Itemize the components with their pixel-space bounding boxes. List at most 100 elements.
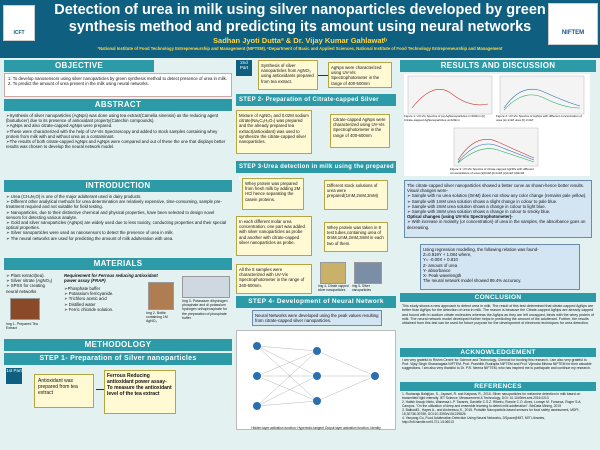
nn-hidden-node (313, 347, 321, 355)
summary-line: The citrate-capped silver nanoparticles … (407, 183, 584, 194)
part2-tag: 2nd Part (236, 60, 252, 76)
step3-box2: Different stock solutions of urea were p… (324, 180, 388, 210)
figure1-plot (407, 75, 493, 115)
acknowledgement-body: I am very grateful to Rishm Centre for S… (402, 358, 592, 371)
img4-caption: Img 4- Citrate capped silver nanoparticl… (318, 284, 349, 292)
abstract-item: ➢These were characterized with the help … (6, 128, 218, 139)
step2-header: STEP 2- Preparation of Citrate-capped Si… (236, 94, 396, 115)
step3-box1: Whey protein was prepared from fresh mil… (242, 178, 304, 210)
introduction-body: ➢ Urea (CH₄N₂O) is one of the major adul… (6, 194, 230, 254)
results-header: RESULTS AND DISCUSSION (400, 60, 596, 72)
nn-input-node (253, 372, 261, 380)
arrow-line (318, 75, 328, 76)
material-item: ➢ SPSS for creating neural networks (6, 283, 45, 294)
step3-box4: Whey protein was taken in 8 test tubes,c… (324, 222, 388, 252)
abstract-header: ABSTRACT (4, 99, 232, 111)
materials-left-list: ➢ Plant extract(tea). ➢ Silver nitrate (… (6, 273, 58, 294)
poster-header (0, 0, 600, 58)
nn-input-node (253, 342, 261, 350)
abstract-body: ➢Synthesis of silver nanoparticles (AgNp… (6, 113, 230, 177)
results-spectra-svg (407, 75, 585, 167)
arrow-line (96, 389, 104, 390)
objective-item: 1. To develop nanosensors using silver n… (8, 76, 227, 81)
neural-network-diagram: Hidden layer activation function: Hyperb… (236, 330, 396, 430)
regression-line: Using regression modelling, the followin… (423, 247, 539, 252)
material-item: ➢ Plant extract(tea). (6, 273, 45, 278)
nn-hidden-node (313, 372, 321, 380)
materials-header: MATERIALS (4, 258, 232, 270)
results-summary: The citrate-capped silver nanoparticles … (404, 180, 592, 238)
results-figures (404, 74, 590, 176)
img1-caption: Img 1- Prepared Tea Extract (6, 322, 38, 331)
nn-legend: Hidden layer activation function: Hyperb… (251, 426, 381, 430)
niftem-logo-text: NIFTEM (561, 30, 585, 36)
part1-tag: 1st Part (6, 368, 22, 384)
img2-caption: Img 2- Bottle containing 1M AgNO₃ (146, 311, 168, 324)
step4-header: STEP 4- Development of Neural Network (236, 296, 396, 308)
acknowledgement-header: ACKNOWLEDGEMENT (400, 348, 596, 357)
intro-item: ➢ Urea (CH₄N₂O) is one of the major adul… (6, 194, 142, 199)
figure2-plot (499, 75, 585, 115)
icft-logo: ICFT (3, 5, 35, 41)
tea-extract-image (10, 298, 40, 320)
step1-header: STEP 1- Preparation of Silver nanopartic… (4, 353, 232, 365)
objective-header: OBJECTIVE (4, 60, 154, 72)
nn-output-node (371, 372, 379, 380)
objective-item: 2. To predict the amount of urea present… (8, 81, 149, 87)
references-header: REFERENCES (400, 382, 596, 391)
agno3-bottle-image (148, 282, 174, 310)
regression-line: Z=0.919Y + 1.084 where, (423, 252, 472, 258)
material-item: ➢ Silver nitrate (AgNO₃) (6, 278, 53, 284)
reference-item: 4. Yanyang Gu, Food Adulteration Detecti… (402, 416, 545, 424)
summary-line: ➢ Sample with 2mM urea solution shows a … (407, 203, 546, 209)
tea-extract-box: Antioxidant was prepared from tea extrac… (34, 374, 94, 408)
frap-item: ➢Phosphate buffer (64, 286, 101, 291)
step2-box1: Mixture of AgNO₃ and 0.02M sodium citrat… (236, 110, 312, 154)
intro-item: ➢ The neural networks are used for predi… (6, 235, 174, 241)
phosphate-image (182, 276, 230, 298)
frap-item: ➢ Potassium ferricyanide. (64, 291, 114, 297)
references-body: 1. Rudraraju Balaji(an, S., Jayavel, R. … (402, 392, 594, 448)
introduction-header: INTRODUCTION (4, 180, 232, 192)
figure3-plot (453, 127, 539, 167)
intro-item: ➢ Nanoparticles, due to their distinctiv… (6, 209, 215, 220)
summary-line: Optical changes (using UV-Vis Spectropho… (407, 214, 513, 220)
poster-authors: Sadhan Jyoti Duttaª & Dr. Vijay Kumar Ga… (213, 36, 387, 45)
step3-header: STEP 3-Urea detection in milk using the … (236, 161, 396, 182)
figure2-caption: Figure 2: UV-Vis Spectra of AgNps with d… (496, 114, 582, 122)
abstract-item: ➢The results of both citrate-capped AgNp… (6, 139, 226, 150)
conclusion-body: This study shows a new approach to detec… (402, 304, 594, 326)
reference-item: 1. Rudraraju Balaji(an, S., Jayavel, R. … (402, 392, 581, 400)
step3-box5: All the 8 samples were characterized wit… (236, 264, 312, 294)
synthesis-box: Synthesis of silver nanoparticles from A… (258, 60, 318, 90)
summary-line: ➢ Sample with 3mM urea solution shows a … (407, 209, 551, 215)
neural-network-svg (253, 342, 379, 410)
poster-title: Detection of urea in milk using silver n… (54, 2, 546, 35)
regression-line: Y- absorbance (423, 267, 451, 273)
poster-affiliation: ªNational Institute of Food Technology E… (97, 46, 503, 51)
regression-line: The neural network model showed 89.4% ac… (423, 278, 522, 284)
abstract-item: ➢AgNps and also citrate-capped AgNps wer… (6, 123, 113, 129)
regression-box: Using regression modelling, the followin… (420, 244, 580, 290)
img5-caption: Img 5- Silver nanoparticles (352, 284, 371, 292)
step2-box2: Citrate-capped AgNps were characterized … (330, 114, 390, 148)
conclusion-header: CONCLUSION (400, 293, 596, 302)
icft-logo-text: ICFT (13, 30, 25, 36)
frap-item: ➢ Trichloro acetic acid (64, 296, 107, 302)
summary-line: ➢ Sample with 1mM urea solution shows a … (407, 198, 558, 204)
frap-list: ➢Phosphate buffer ➢ Potassium ferricyani… (64, 286, 144, 312)
figure1-caption: Figure 1: UV-Vis Spectra of (a) AgNanopa… (404, 114, 486, 122)
reference-item: 2. Haltsh Araujo Nieto, Wanessa L.P. Tav… (402, 400, 582, 408)
frap-item: ➢ Ferric chloride solution. (64, 306, 114, 312)
step3-box3: In each different molar urea concentrati… (236, 216, 312, 256)
intro-item: ➢ Different other analytical methods for… (6, 199, 222, 210)
methodology-header: METHODOLOGY (4, 339, 232, 351)
agnp-image (354, 262, 382, 284)
regression-line: X- Peak wavelength (423, 273, 462, 279)
intro-item: ➢ Silver nanoparticles were used as nano… (6, 230, 174, 236)
frap-box: Ferrous Reducing antioxidant power assay… (104, 370, 176, 414)
regression-line: Z- amount of urea (423, 262, 458, 268)
figure3-caption: Figure 3: UV-Vis Spectra of citrate-capp… (450, 167, 534, 175)
regression-line: Y= -0.00X + 0.810 (423, 257, 458, 263)
frap-box-text: Ferrous Reducing antioxidant power assay… (107, 373, 172, 397)
